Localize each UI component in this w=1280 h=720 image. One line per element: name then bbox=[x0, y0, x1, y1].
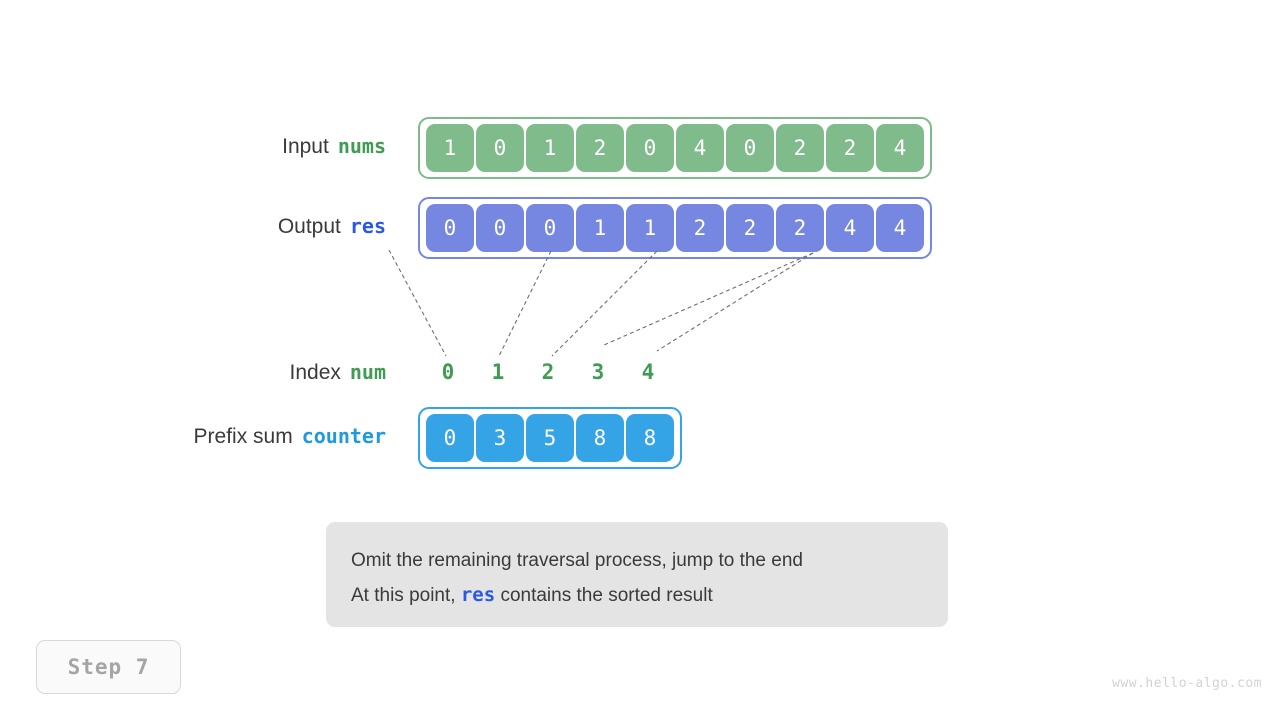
output-cell[interactable]: 2 bbox=[726, 204, 774, 252]
output-row-label: Output res bbox=[278, 216, 386, 237]
output-var-name: res bbox=[349, 214, 386, 238]
step-badge: Step 7 bbox=[36, 640, 181, 694]
index-value: 2 bbox=[541, 360, 555, 384]
prefix-sum-cell[interactable]: 5 bbox=[526, 414, 574, 462]
index-value: 3 bbox=[591, 360, 605, 384]
input-row-label: Input nums bbox=[282, 136, 386, 157]
caption-line-2: At this point, res contains the sorted r… bbox=[351, 578, 948, 613]
caption-code-res: res bbox=[460, 584, 496, 606]
connector-res7-to-index3 bbox=[603, 252, 814, 346]
input-cell[interactable]: 0 bbox=[726, 124, 774, 172]
connector-res2-to-index1 bbox=[498, 250, 552, 357]
caption-line-2-prefix: At this point, bbox=[351, 585, 461, 606]
output-cell[interactable]: 4 bbox=[826, 204, 874, 252]
output-array-res: 0 0 0 1 1 2 2 2 4 4 bbox=[418, 197, 932, 259]
output-cell[interactable]: 1 bbox=[626, 204, 674, 252]
input-cell[interactable]: 1 bbox=[526, 124, 574, 172]
connector-res4-to-index2 bbox=[551, 250, 658, 357]
prefix-sum-label-text: Prefix sum bbox=[193, 425, 293, 448]
input-cell[interactable]: 0 bbox=[476, 124, 524, 172]
output-cell[interactable]: 0 bbox=[476, 204, 524, 252]
output-cell[interactable]: 4 bbox=[876, 204, 924, 252]
watermark: www.hello-algo.com bbox=[1112, 676, 1262, 691]
input-cell[interactable]: 1 bbox=[426, 124, 474, 172]
input-cell[interactable]: 2 bbox=[776, 124, 824, 172]
input-cell[interactable]: 0 bbox=[626, 124, 674, 172]
input-cell[interactable]: 4 bbox=[876, 124, 924, 172]
input-array-nums: 1 0 1 2 0 4 0 2 2 4 bbox=[418, 117, 932, 179]
connector-res0-to-index0 bbox=[388, 249, 447, 357]
index-row-label: Index num bbox=[290, 362, 387, 383]
index-label-text: Index bbox=[289, 361, 341, 384]
caption-box: Omit the remaining traversal process, ju… bbox=[326, 522, 948, 627]
output-cell[interactable]: 1 bbox=[576, 204, 624, 252]
prefix-sum-cell[interactable]: 3 bbox=[476, 414, 524, 462]
output-label-text: Output bbox=[277, 215, 341, 238]
prefix-sum-cell[interactable]: 0 bbox=[426, 414, 474, 462]
output-cell[interactable]: 2 bbox=[776, 204, 824, 252]
prefix-sum-array-counter: 0 3 5 8 8 bbox=[418, 407, 682, 469]
output-cell[interactable]: 0 bbox=[426, 204, 474, 252]
index-value: 4 bbox=[641, 360, 655, 384]
caption-line-2-suffix: contains the sorted result bbox=[495, 585, 713, 606]
input-var-name: nums bbox=[337, 134, 386, 158]
index-value: 1 bbox=[491, 360, 505, 384]
output-cell[interactable]: 0 bbox=[526, 204, 574, 252]
input-cell[interactable]: 2 bbox=[826, 124, 874, 172]
output-cell[interactable]: 2 bbox=[676, 204, 724, 252]
input-cell[interactable]: 4 bbox=[676, 124, 724, 172]
index-value: 0 bbox=[441, 360, 455, 384]
caption-line-1: Omit the remaining traversal process, ju… bbox=[351, 550, 803, 571]
prefix-sum-row-label: Prefix sum counter bbox=[194, 426, 386, 447]
index-var-name: num bbox=[349, 360, 386, 384]
input-cell[interactable]: 2 bbox=[576, 124, 624, 172]
prefix-sum-cell[interactable]: 8 bbox=[576, 414, 624, 462]
connector-res7-to-index4 bbox=[656, 252, 814, 352]
input-label-text: Input bbox=[282, 135, 329, 158]
prefix-sum-var-name: counter bbox=[301, 424, 386, 448]
index-values-row: 0 1 2 3 4 bbox=[418, 362, 678, 383]
prefix-sum-cell[interactable]: 8 bbox=[626, 414, 674, 462]
